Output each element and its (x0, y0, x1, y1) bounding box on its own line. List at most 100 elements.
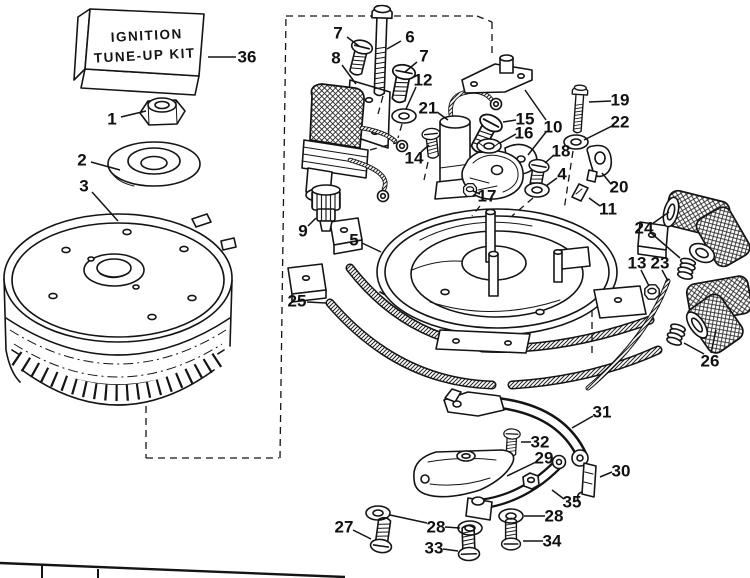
callout-leader-line (306, 301, 327, 304)
part-number-label: 8 (331, 49, 340, 68)
part-number-label: 6 (405, 28, 414, 47)
part-number-label: 12 (414, 71, 433, 90)
callout-leader-line (544, 154, 555, 164)
callout-leader-line (307, 217, 317, 227)
callout-leader-line (651, 211, 670, 225)
part-number-label: 30 (612, 462, 631, 481)
washer-4 (524, 182, 550, 198)
part-number-label: 20 (610, 178, 629, 197)
callout-34: 34 (523, 532, 562, 551)
callout-leader-line (583, 125, 613, 141)
callout-leader-line (472, 190, 481, 195)
callout-leader-line (444, 526, 461, 529)
callout-leader-line (588, 100, 612, 103)
callout-25: 25 (288, 292, 327, 311)
callout-23: 23 (651, 254, 670, 282)
callout-1: 1 (107, 110, 147, 129)
callout-24: 24 (635, 211, 681, 259)
callout-leader-line (650, 232, 681, 259)
part-number-label: 18 (552, 142, 571, 161)
part-number-label: 25 (288, 292, 307, 311)
part-number-label: 21 (419, 99, 438, 118)
part-number-label: 13 (628, 254, 647, 273)
callout-leader-line (502, 119, 517, 123)
callout-9: 9 (298, 217, 317, 241)
part-number-label: 23 (651, 254, 670, 273)
callout-leader-line (346, 36, 360, 47)
callout-5: 5 (349, 231, 382, 253)
part-number-label: 15 (516, 110, 535, 129)
part-number-label: 32 (531, 433, 550, 452)
screw-7a (344, 37, 375, 78)
callout-13: 13 (628, 254, 650, 287)
callout-leader-line (710, 329, 717, 354)
bolt-6-axis (377, 95, 384, 115)
callout-16: 16 (499, 124, 533, 144)
kit-box-line1: IGNITION (110, 26, 183, 45)
part-number-label: 3 (79, 177, 88, 196)
part-number-label: 2 (77, 151, 86, 170)
part-number-label: 19 (611, 91, 630, 110)
callout-32: 32 (521, 433, 549, 452)
throttle-arm-31 (443, 388, 589, 467)
callout-36: 36 (208, 48, 256, 67)
callout-31: 31 (571, 403, 611, 429)
part-number-label: 11 (599, 200, 617, 219)
washer-28c (498, 508, 524, 524)
part-number-label: 7 (333, 24, 342, 43)
callout-26: 26 (683, 329, 720, 371)
part-number-label: 5 (349, 231, 358, 250)
callout-21: 21 (419, 99, 449, 121)
callout-28: 28 (389, 514, 461, 537)
kit-box: IGNITION TUNE-UP KIT (73, 8, 205, 96)
callout-7: 7 (333, 24, 360, 47)
part-number-label: 22 (611, 113, 630, 132)
callout-7: 7 (404, 47, 429, 73)
callout-leader-line (389, 514, 428, 524)
screw-14-axis (423, 161, 429, 181)
armature-plate (287, 208, 669, 358)
callout-leader-line (551, 489, 565, 500)
callout-leader-line (420, 144, 430, 153)
flywheel-nut (139, 97, 186, 126)
callout-leader-line (524, 89, 547, 121)
callout-leader-line (90, 161, 121, 171)
callout-leader-line (545, 177, 558, 187)
washer-22-axis (563, 150, 574, 211)
bolt-19 (568, 84, 589, 134)
callout-6: 6 (386, 28, 415, 50)
points-bracket (461, 54, 533, 94)
part-number-label: 17 (478, 187, 497, 206)
cam-20 (586, 144, 613, 183)
screw-7b (386, 62, 418, 106)
screw-27 (368, 515, 397, 555)
callout-33: 33 (425, 539, 459, 558)
washer-12-axis (397, 123, 403, 139)
clip-11 (571, 183, 589, 202)
callout-12: 12 (405, 71, 433, 110)
part-number-label: 9 (298, 222, 307, 241)
callout-30: 30 (599, 462, 631, 481)
callout-leader-line (404, 61, 418, 73)
part-number-label: 28 (427, 518, 446, 537)
callout-29: 29 (506, 449, 553, 477)
callout-leader-line (640, 269, 650, 287)
part-number-label: 35 (563, 493, 582, 512)
link-35 (465, 454, 567, 521)
part-number-label: 24 (635, 219, 654, 238)
part-number-label: 26 (701, 352, 720, 371)
callout-leader-line (588, 197, 601, 207)
callout-18: 18 (544, 142, 571, 164)
callout-leader-line (527, 131, 547, 156)
callout-20: 20 (601, 172, 629, 197)
clip-30 (576, 462, 597, 501)
callout-19: 19 (588, 91, 630, 110)
callout-4: 4 (545, 165, 567, 187)
cam-follower-29 (413, 449, 515, 498)
breaker-points (461, 143, 538, 217)
callout-leader-line (499, 133, 517, 144)
callout-2: 2 (77, 151, 121, 171)
washer-4-axis (511, 197, 534, 217)
